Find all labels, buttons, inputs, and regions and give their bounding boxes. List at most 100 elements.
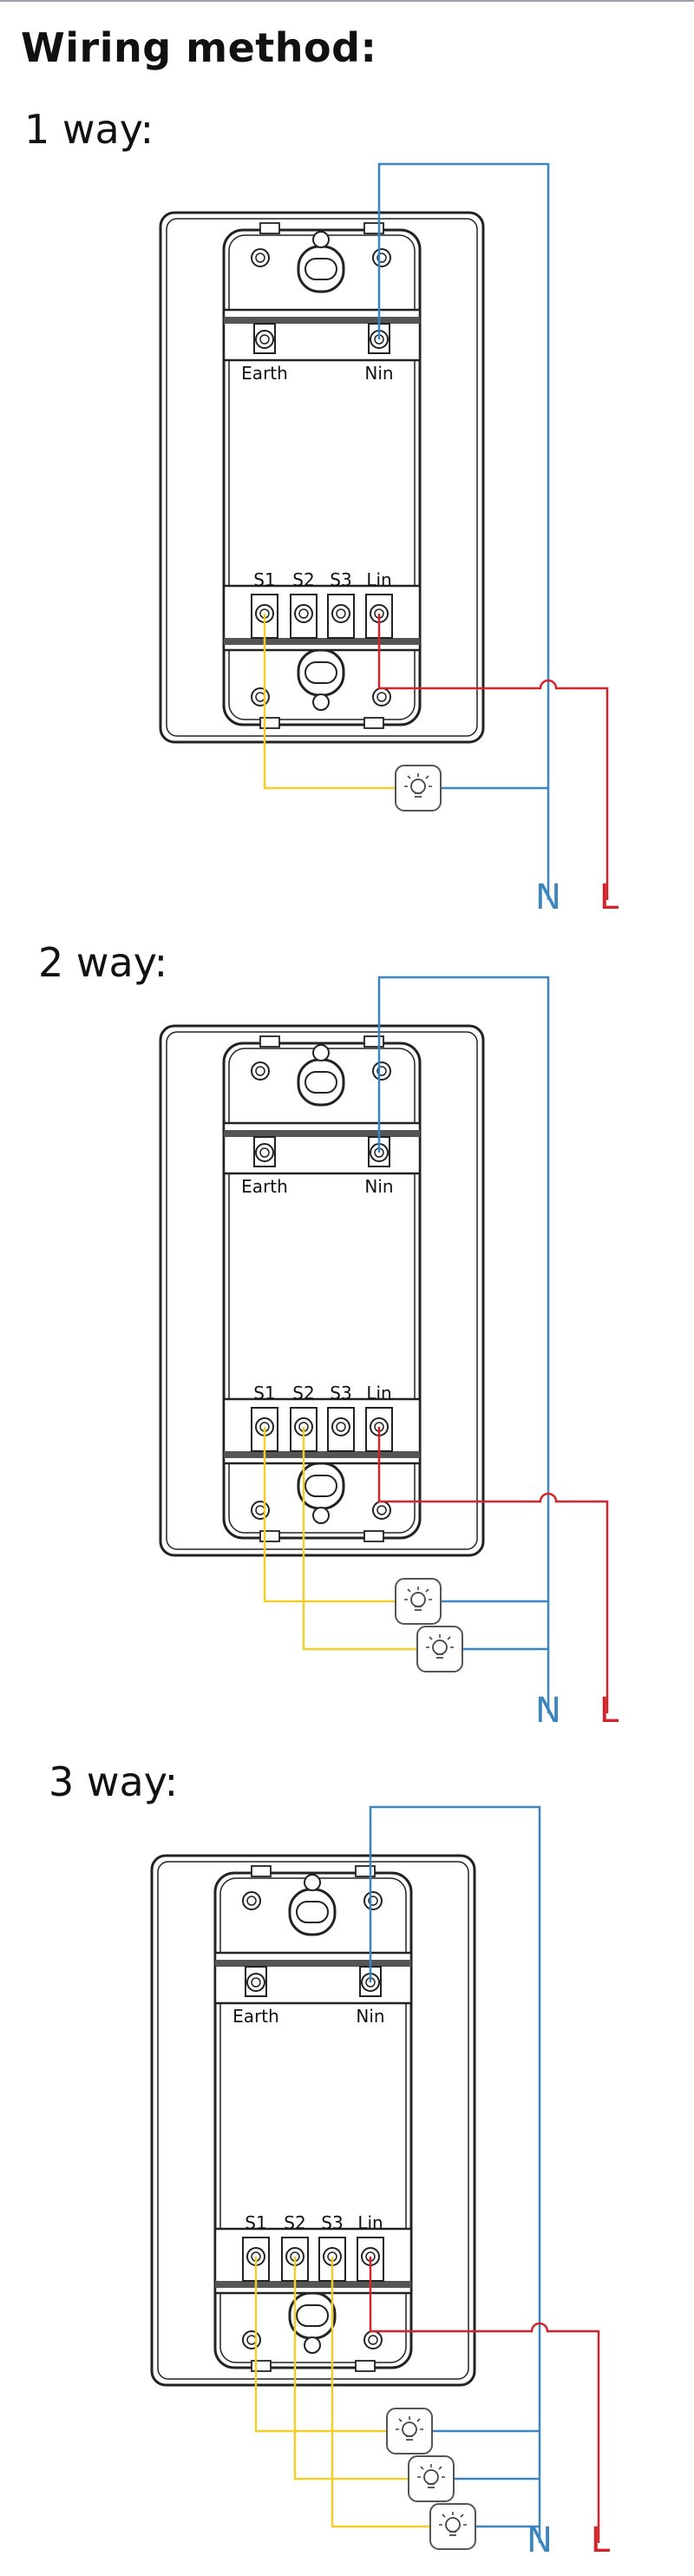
corner-screw-3-inner [368, 2335, 378, 2345]
neutral-wire [377, 976, 550, 1713]
corner-screw-0-inner [246, 1896, 257, 1906]
terminal-label-s2: S2 [284, 2212, 305, 2233]
terminal-label-lin: Lin [357, 2212, 383, 2233]
switched-wire-3 [331, 2257, 430, 2528]
lamp-box-1 [395, 1578, 442, 1625]
neutral-wire [377, 162, 550, 900]
lower-band-shade [224, 638, 420, 645]
mount-tab-3 [363, 1530, 384, 1542]
mount-tab-3 [355, 2360, 376, 2372]
mount-slot-hole-1 [304, 1475, 337, 1497]
mount-tab-0 [259, 222, 280, 234]
mount-slot-hole-0 [304, 1071, 337, 1094]
terminal-label-lin: Lin [366, 569, 391, 590]
bulb-base-2 [436, 1653, 443, 1659]
live-label: L [599, 877, 619, 917]
mount-tab-2 [259, 1530, 280, 1542]
page-title: Wiring method: [21, 24, 377, 71]
upper-band-shade [224, 317, 420, 324]
mount-slot-hole-0 [304, 258, 337, 280]
terminal-label-s1: S1 [245, 2212, 266, 2233]
switched-wire-1 [263, 1427, 396, 1603]
terminal-label-s2: S2 [292, 569, 314, 590]
mount-pin-0 [304, 1874, 321, 1891]
terminal-label-s1: S1 [253, 1383, 275, 1403]
lamp-box-1 [395, 765, 442, 812]
mount-tab-1 [355, 1865, 376, 1877]
bulb-icon [429, 2503, 476, 2550]
terminal-screw-s3-inner [336, 1422, 346, 1432]
lower-band-shade [215, 2281, 411, 2288]
mount-tab-2 [259, 717, 280, 729]
mount-slot-hole-1 [304, 661, 337, 684]
mount-tab-0 [259, 1035, 280, 1048]
mount-pin-1 [312, 1507, 330, 1524]
section-label-3-way: 3 way: [49, 1758, 179, 1805]
bulb-rays-3 [439, 2512, 467, 2526]
switched-wire-1 [254, 2257, 387, 2433]
terminal-label-nin: Nin [356, 2006, 384, 2027]
bulb-icon [395, 1578, 442, 1625]
terminal-label-nin: Nin [364, 363, 393, 384]
mount-pin-1 [304, 2336, 321, 2354]
mount-slot-hole-1 [296, 2304, 329, 2327]
corner-screw-0-inner [255, 253, 265, 263]
neutral-label: N [535, 1691, 561, 1731]
mount-tab-2 [251, 2360, 272, 2372]
switched-wire-1 [263, 614, 396, 790]
corner-screw-3-inner [376, 1505, 387, 1515]
mount-tab-1 [363, 222, 384, 234]
section-label-2-way: 2 way: [38, 939, 168, 986]
bulb-rays-1 [404, 1587, 432, 1600]
bulb-base-1 [415, 1606, 422, 1611]
neutral-label: N [535, 877, 561, 917]
bulb-base-2 [428, 2483, 435, 2488]
bulb-icon [395, 765, 442, 812]
corner-screw-3-inner [376, 692, 387, 702]
live-wire [377, 614, 609, 900]
mount-tab-3 [363, 717, 384, 729]
bulb-icon [416, 1626, 463, 1672]
lamp-box-2 [408, 2455, 455, 2502]
live-label: L [591, 2520, 611, 2560]
terminal-label-s2: S2 [292, 1383, 314, 1403]
bulb-rays-2 [426, 1634, 454, 1648]
lamp-box-1 [386, 2408, 433, 2454]
terminal-screw-earth-inner [259, 334, 270, 345]
bulb-icon [408, 2455, 455, 2502]
bulb-icon [386, 2408, 433, 2454]
section-label-1-way: 1 way: [24, 106, 154, 153]
terminal-screw-s3-inner [336, 608, 346, 619]
lamp-box-2 [416, 1626, 463, 1672]
terminal-label-earth: Earth [241, 363, 288, 384]
terminal-label-s3: S3 [330, 569, 351, 590]
mount-slot-hole-0 [296, 1901, 329, 1923]
terminal-label-earth: Earth [232, 2006, 279, 2027]
terminal-label-earth: Earth [241, 1176, 288, 1197]
live-wire [369, 2257, 600, 2543]
bulb-rays-1 [404, 773, 432, 787]
bulb-base-1 [415, 792, 422, 798]
neutral-label: N [527, 2520, 553, 2560]
upper-band-shade [224, 1130, 420, 1137]
switched-wire-2 [302, 1427, 417, 1651]
terminal-label-nin: Nin [364, 1176, 393, 1197]
terminal-screw-s2-inner [298, 608, 309, 619]
bulb-base-3 [449, 2531, 456, 2536]
terminal-screw-earth-inner [259, 1147, 270, 1158]
wall-plate-inner [166, 218, 478, 737]
terminal-label-s3: S3 [321, 2212, 343, 2233]
live-label: L [599, 1691, 619, 1731]
mount-tab-0 [251, 1865, 272, 1877]
mount-pin-0 [312, 231, 330, 248]
top-border [0, 0, 694, 2]
live-wire [377, 1427, 609, 1713]
mount-pin-1 [312, 693, 330, 711]
neutral-wire [369, 1805, 541, 2543]
terminal-screw-earth-inner [251, 1977, 261, 1988]
corner-screw-0-inner [255, 1066, 265, 1076]
corner-screw-2-inner [255, 692, 265, 702]
